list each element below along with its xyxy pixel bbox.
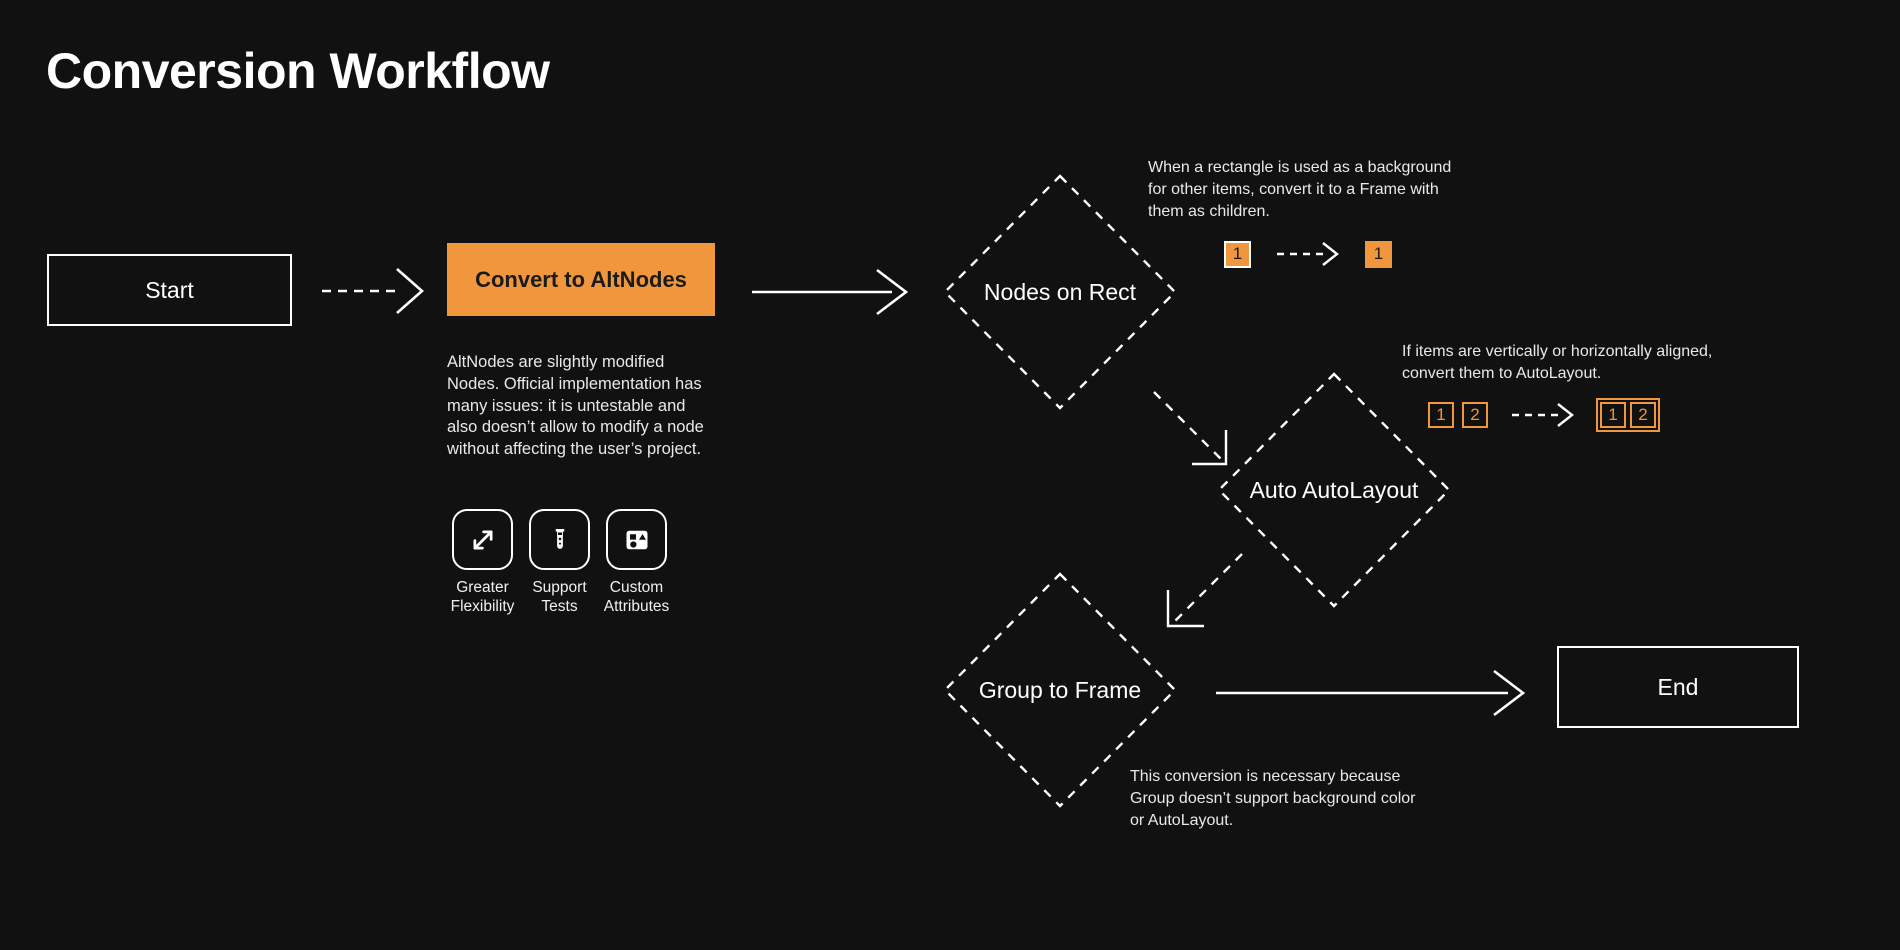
node-end-label: End <box>1657 673 1699 700</box>
node-auto-autolayout[interactable]: Auto AutoLayout <box>1216 371 1452 609</box>
feature-tile <box>452 509 513 570</box>
node-nodes-on-rect[interactable]: Nodes on Rect <box>942 173 1178 411</box>
illustration-items-to-autolayout: 1 2 1 2 <box>1428 398 1660 432</box>
feature-tile <box>606 509 667 570</box>
feature-caption: Greater Flexibility <box>450 579 515 615</box>
feature-support-tests[interactable]: Support Tests <box>529 509 590 616</box>
badge-before-1: 1 <box>1224 240 1251 268</box>
dashed-arrow-icon <box>1277 240 1349 268</box>
feature-list: Greater Flexibility Support Tests <box>450 509 670 616</box>
node-auto-autolayout-label: Auto AutoLayout <box>1249 476 1419 503</box>
diamond-outline <box>943 174 1177 410</box>
node-group-to-frame-label: Group to Frame <box>978 676 1142 703</box>
node-nodes-on-rect-label: Nodes on Rect <box>983 278 1137 305</box>
connector-start-to-convert <box>322 265 432 317</box>
autolayout-frame: 1 2 <box>1596 398 1660 432</box>
badge-after-1: 1 <box>1600 402 1626 428</box>
auto-autolayout-note: If items are vertically or horizontally … <box>1402 343 1713 382</box>
test-tube-icon <box>545 525 575 555</box>
node-start-label: Start <box>145 276 194 303</box>
expand-arrows-icon <box>468 525 498 555</box>
node-convert-label: Convert to AltNodes <box>475 266 687 292</box>
dashed-arrow-icon <box>1512 401 1584 429</box>
diamond-outline <box>1217 372 1451 608</box>
feature-caption: Support Tests <box>532 579 587 615</box>
badge-before-1: 1 <box>1428 402 1454 428</box>
node-start[interactable]: Start <box>47 254 292 326</box>
feature-custom-attributes[interactable]: Custom Attributes <box>603 509 670 616</box>
node-end[interactable]: End <box>1557 646 1799 728</box>
connector-nodes-on-rect-to-auto-autolayout <box>1152 390 1262 480</box>
connector-group-to-frame-to-end <box>1216 669 1536 717</box>
diamond-outline <box>943 572 1177 808</box>
connector-auto-autolayout-to-group-to-frame <box>1142 552 1252 642</box>
nodes-on-rect-note: When a rectangle is used as a background… <box>1148 159 1452 220</box>
illustration-rect-to-frame: 1 1 <box>1224 240 1392 268</box>
page-title: Conversion Workflow <box>46 43 550 99</box>
feature-greater-flexibility[interactable]: Greater Flexibility <box>450 509 515 616</box>
badge-after-1: 1 <box>1365 240 1392 268</box>
altnodes-description: AltNodes are slightly modified Nodes. Of… <box>447 353 704 459</box>
badge-before-2: 2 <box>1462 402 1488 428</box>
feature-caption: Custom Attributes <box>603 579 670 615</box>
group-to-frame-note: This conversion is necessary because Gro… <box>1130 768 1416 829</box>
shapes-icon <box>622 525 652 555</box>
node-convert-to-altnodes[interactable]: Convert to AltNodes <box>447 243 715 316</box>
node-group-to-frame[interactable]: Group to Frame <box>942 571 1178 809</box>
connector-convert-to-nodes-on-rect <box>752 268 914 316</box>
feature-tile <box>529 509 590 570</box>
badge-after-2: 2 <box>1630 402 1656 428</box>
